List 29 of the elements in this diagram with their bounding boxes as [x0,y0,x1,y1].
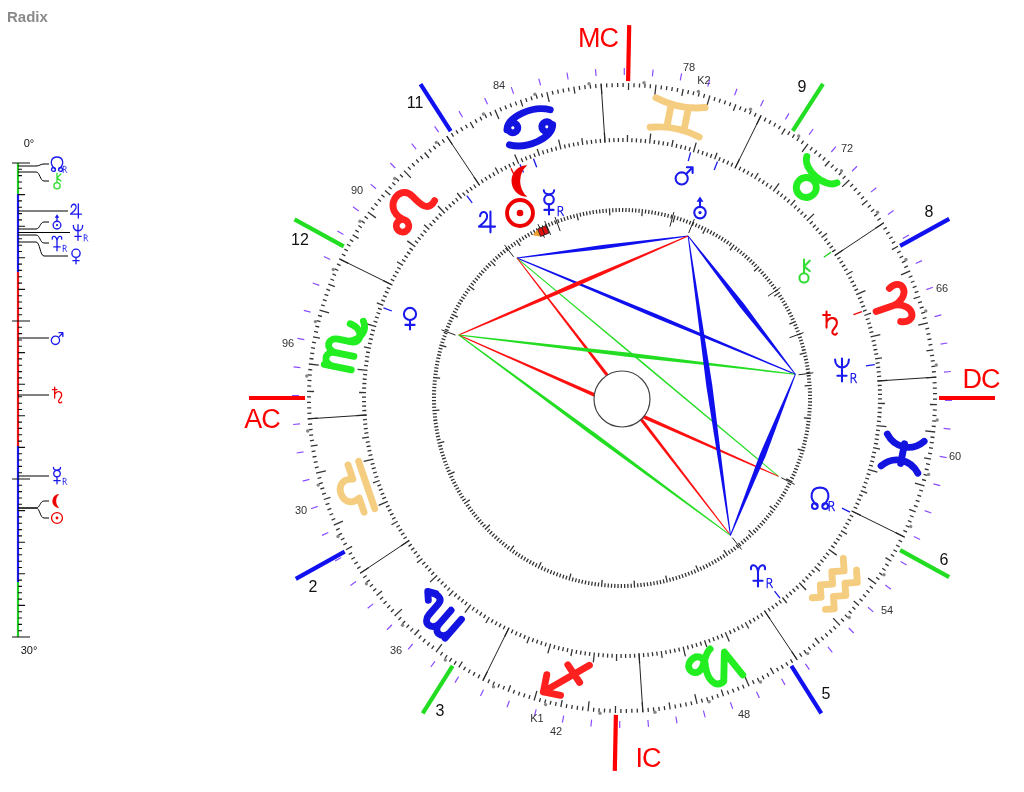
age-label: 78 [682,61,696,73]
age-label: 60 [948,450,962,462]
age-label: 66 [935,282,949,294]
age-label: 96 [281,337,295,349]
age-label: 84 [492,79,506,91]
house-number: 8 [924,204,934,220]
house-number: 9 [797,79,807,95]
marker-label: K1 [530,712,544,724]
scale-label: 0° [23,137,35,149]
angle-label: AC [244,405,280,433]
age-label: 48 [737,708,751,720]
scale-label: 30° [20,644,38,656]
age-label: 54 [880,604,894,616]
age-label: 30 [294,504,308,516]
house-number: 2 [308,579,318,595]
age-label: 72 [840,142,854,154]
chart-title: Radix [7,9,48,24]
angle-label: IC [635,744,661,772]
house-number: 5 [821,686,831,702]
age-label: 42 [549,725,563,737]
age-label: 90 [350,184,364,196]
angle-label: MC [578,24,618,52]
house-number: 11 [406,95,424,111]
house-number: 6 [939,552,949,568]
marker-label: K2 [697,74,711,86]
age-label: 36 [389,644,403,656]
angle-label: DC [962,365,1000,393]
house-number: 3 [435,703,445,719]
house-number: 12 [291,232,309,248]
